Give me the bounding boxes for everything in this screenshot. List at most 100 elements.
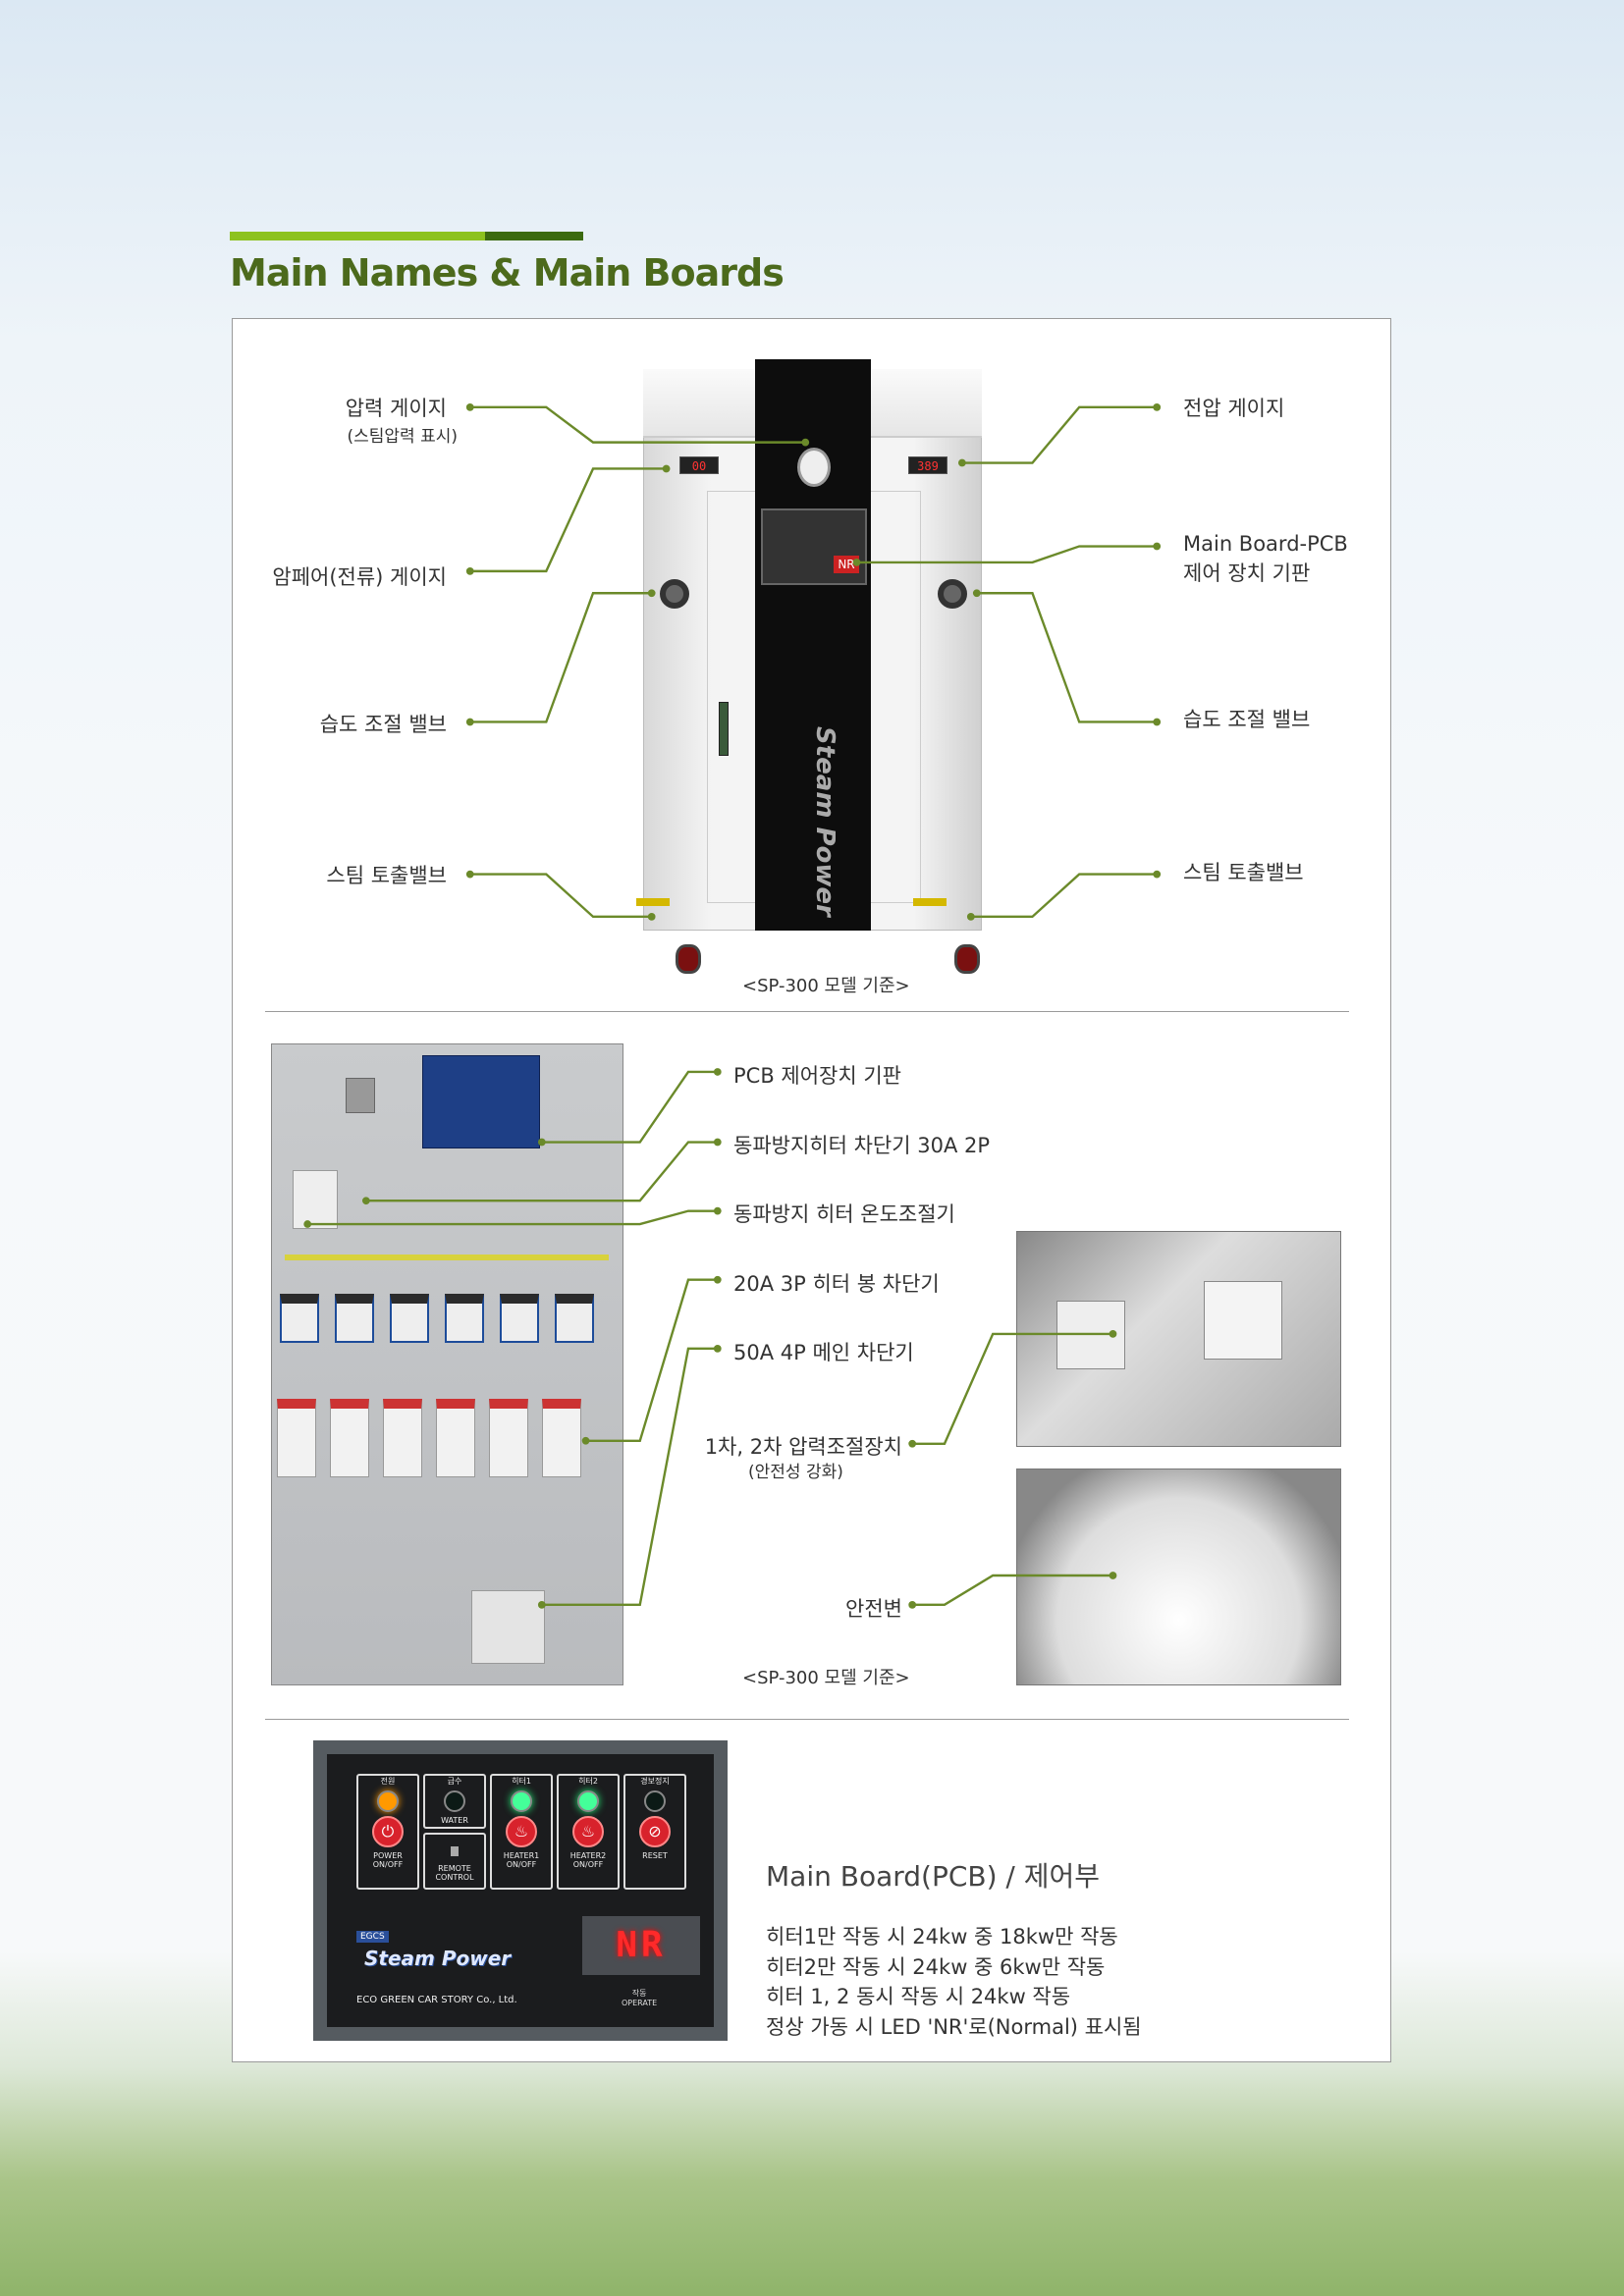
- leader-dot: [801, 438, 810, 447]
- caster-left: [676, 944, 701, 974]
- label-amp-gauge: 암페어(전류) 게이지: [272, 565, 447, 589]
- leader-dot: [1109, 1572, 1117, 1579]
- heater2-button: ♨: [572, 1816, 604, 1847]
- divider: [265, 1719, 1349, 1720]
- divider: [265, 1011, 1349, 1012]
- cell-caption: WATER: [441, 1816, 468, 1825]
- label-pressure-gauge-sub: (스팀압력 표시): [347, 427, 458, 447]
- leader-line: [585, 1278, 718, 1442]
- caption-model: <SP-300 모델 기준>: [742, 976, 910, 996]
- leader-line: [961, 405, 1158, 464]
- breaker: [383, 1399, 422, 1477]
- leader-line: [541, 1347, 718, 1607]
- leader-dot: [465, 718, 474, 726]
- leader-dot: [713, 1275, 722, 1284]
- cell-caption: REMOTE CONTROL: [435, 1864, 474, 1882]
- water-led: [444, 1790, 465, 1812]
- label-pressure-controller-sub: (안전성 강화): [748, 1463, 843, 1482]
- leader-dot: [713, 1206, 722, 1215]
- label-pressure-gauge: 압력 게이지: [345, 397, 447, 420]
- label-main-board-sub: 제어 장치 기판: [1183, 561, 1311, 585]
- steam-valve-right: [913, 898, 947, 906]
- main-breaker: [471, 1590, 545, 1664]
- cell-label: 급수: [447, 1777, 462, 1786]
- leader-dot: [465, 566, 474, 575]
- operate-ko: 작동: [631, 1989, 647, 1998]
- breaker: [330, 1399, 369, 1477]
- door-handle: [719, 702, 729, 756]
- thermostat: [293, 1170, 338, 1229]
- leader-dot: [966, 912, 975, 921]
- leader-dot: [713, 1138, 722, 1147]
- alarm-led: [644, 1790, 666, 1812]
- leader-line: [469, 873, 652, 919]
- leader-line: [912, 1574, 1113, 1607]
- leader-dot: [465, 870, 474, 879]
- cell-label: 경보정지: [640, 1777, 670, 1786]
- heater2-led: [577, 1790, 599, 1812]
- egcs-badge: EGCS: [356, 1931, 389, 1943]
- desc-line-4: 정상 가동 시 LED 'NR'로(Normal) 표시됨: [766, 2015, 1142, 2039]
- cell-label: 전원: [380, 1777, 396, 1786]
- leader-dot: [972, 589, 981, 598]
- label-antifreeze-breaker: 동파방지히터 차단기 30A 2P: [733, 1134, 991, 1157]
- heater1-led: [511, 1790, 532, 1812]
- contactor: [500, 1294, 539, 1343]
- leader-dot: [361, 1197, 370, 1205]
- contactor: [335, 1294, 374, 1343]
- leader-dot: [537, 1600, 546, 1609]
- leader-line: [970, 873, 1158, 919]
- power-led: [377, 1790, 399, 1812]
- steam-power-logo: Steam Power: [364, 1947, 512, 1970]
- operate-en: OPERATE: [622, 1999, 658, 2007]
- label-pressure-controller: 1차, 2차 압력조절장치: [704, 1435, 902, 1459]
- leader-line: [469, 467, 667, 573]
- contactor: [445, 1294, 484, 1343]
- leader-dot: [1153, 402, 1162, 411]
- cell-label: 히터1: [512, 1777, 531, 1786]
- leader-dot: [465, 402, 474, 411]
- label-antifreeze-thermostat: 동파방지 히터 온도조절기: [733, 1202, 955, 1226]
- reset-button: ⊘: [639, 1816, 671, 1847]
- remote-cell: REMOTE CONTROL: [423, 1833, 486, 1890]
- pressure-gauge: [797, 448, 831, 487]
- amp-gauge-display: 00: [679, 456, 719, 474]
- leader-line: [912, 1332, 1113, 1445]
- power-cell: 전원 ⏻ POWER ON/OFF: [356, 1774, 419, 1890]
- leader-dot: [957, 458, 966, 467]
- leader-dot: [908, 1600, 917, 1609]
- leader-dot: [1153, 542, 1162, 551]
- caption-model-2: <SP-300 모델 기준>: [742, 1668, 910, 1688]
- leader-dot: [1153, 870, 1162, 879]
- main-board-photo: 전원 ⏻ POWER ON/OFF 급수 WATER REMOTE CONTRO…: [313, 1740, 728, 2041]
- page-title: Main Names & Main Boards: [230, 251, 785, 294]
- title-accent-bar-dark: [485, 232, 583, 240]
- label-steam-valve-right: 스팀 토출밸브: [1183, 861, 1304, 884]
- safety-valve-photo: [1016, 1468, 1341, 1685]
- breaker-row: [277, 1399, 581, 1477]
- machine-control-panel: NR: [761, 508, 867, 585]
- leader-line: [365, 1141, 718, 1202]
- contactor: [280, 1294, 319, 1343]
- title-accent-bar-light: [230, 232, 485, 240]
- main-board-title: Main Board(PCB) / 제어부: [766, 1860, 1101, 1893]
- leader-dot: [581, 1436, 590, 1445]
- label-heater-breaker: 20A 3P 히터 봉 차단기: [733, 1272, 940, 1296]
- remote-sensor: [451, 1846, 459, 1856]
- leader-dot: [647, 912, 656, 921]
- leader-dot: [647, 589, 656, 598]
- leader-dot: [662, 464, 671, 473]
- electrical-panel-photo: [271, 1043, 623, 1685]
- label-volt-gauge: 전압 게이지: [1183, 397, 1285, 420]
- cell-caption: RESET: [642, 1851, 668, 1860]
- leader-dot: [713, 1344, 722, 1353]
- caster-right: [954, 944, 980, 974]
- leader-dot: [1109, 1330, 1117, 1338]
- leader-line: [541, 1070, 718, 1144]
- nr-led-display: NR: [582, 1916, 700, 1975]
- water-cell: 급수 WATER: [423, 1774, 486, 1829]
- leader-dot: [852, 559, 861, 566]
- leader-line: [856, 545, 1158, 564]
- leader-dot: [303, 1220, 312, 1228]
- leader-dot: [1153, 718, 1162, 726]
